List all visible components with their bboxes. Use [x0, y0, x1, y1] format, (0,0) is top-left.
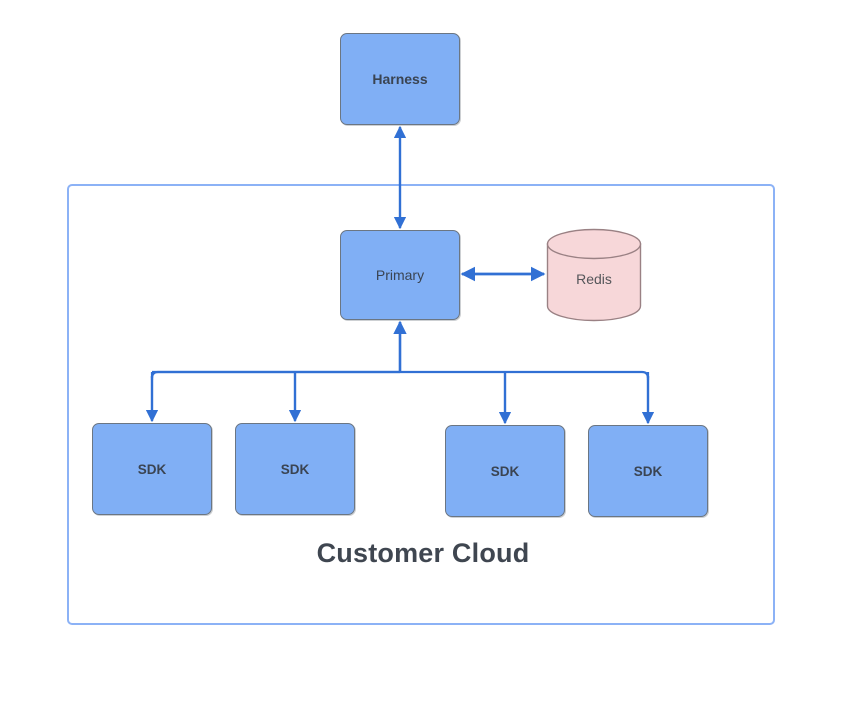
customer-cloud-label: Customer Cloud: [316, 538, 530, 568]
node-sdk-2[interactable]: SDK: [235, 423, 355, 515]
node-sdk-1-label: SDK: [137, 461, 167, 477]
node-sdk-3[interactable]: SDK: [445, 425, 565, 517]
node-sdk-4-label: SDK: [633, 463, 663, 479]
node-sdk-2-label: SDK: [280, 461, 310, 477]
node-sdk-4[interactable]: SDK: [588, 425, 708, 517]
node-harness-label: Harness: [372, 71, 428, 87]
node-primary[interactable]: Primary: [340, 230, 460, 320]
cylinder-shape: [546, 228, 642, 322]
node-primary-label: Primary: [375, 267, 425, 283]
node-redis-label: Redis: [576, 271, 612, 287]
node-harness[interactable]: Harness: [340, 33, 460, 125]
node-sdk-3-label: SDK: [490, 463, 520, 479]
node-redis[interactable]: Redis: [546, 228, 642, 322]
node-sdk-1[interactable]: SDK: [92, 423, 212, 515]
